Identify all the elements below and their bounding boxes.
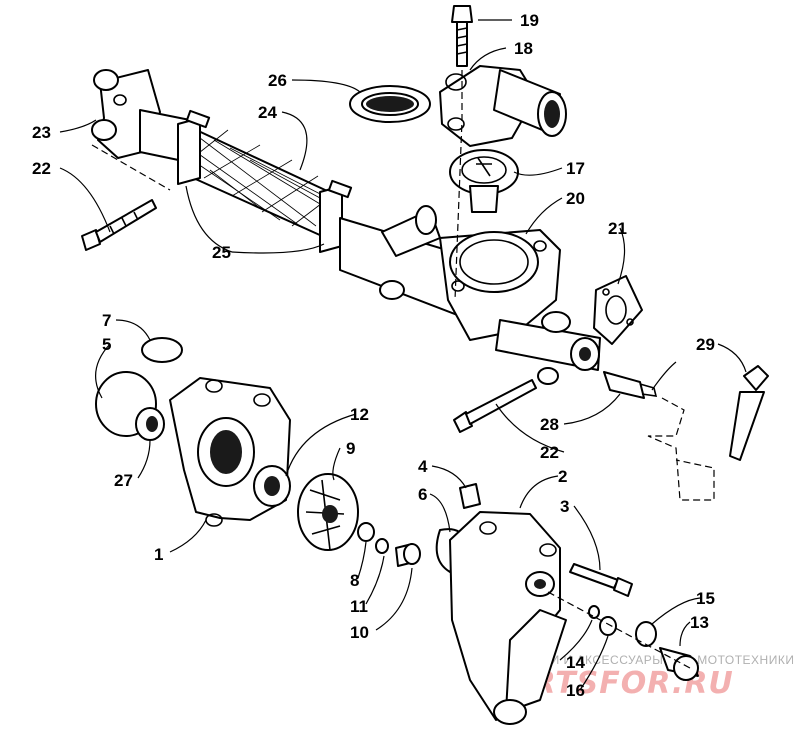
callout-14: 14	[566, 653, 585, 672]
part-22-bolt-lower	[453, 379, 537, 433]
callout-3: 3	[560, 497, 569, 516]
callout-21: 21	[608, 219, 627, 238]
part-4-dowel	[459, 483, 481, 509]
part-12-bushing	[253, 465, 291, 507]
callout-2: 2	[558, 467, 567, 486]
part-14-washer	[588, 605, 600, 619]
part-20-housing	[339, 205, 601, 385]
part-17-thermostat	[449, 149, 519, 213]
part-23-left-elbow	[91, 69, 191, 163]
callout-10: 10	[350, 623, 369, 642]
callout-5: 5	[102, 335, 111, 354]
callout-23: 23	[32, 123, 51, 142]
callout-17: 17	[566, 159, 585, 178]
callout-13: 13	[690, 613, 709, 632]
callout-4: 4	[418, 457, 428, 476]
part-26-seal	[349, 85, 431, 123]
callout-15: 15	[696, 589, 715, 608]
callout-20: 20	[566, 189, 585, 208]
callout-8: 8	[350, 571, 359, 590]
callout-27: 27	[114, 471, 133, 490]
callout-7: 7	[102, 311, 111, 330]
callout-22-lower: 22	[540, 443, 559, 462]
leader-dash-13	[547, 591, 691, 669]
callout-16: 16	[566, 681, 585, 700]
part-27-seal	[135, 407, 165, 441]
part-11-washer	[375, 538, 389, 554]
callout-19: 19	[520, 11, 539, 30]
callout-6: 6	[418, 485, 427, 504]
part-8-washer	[357, 522, 375, 542]
part-25-hose-clamps	[177, 109, 353, 253]
callout-18: 18	[514, 39, 533, 58]
part-24-hose	[179, 127, 339, 237]
part-3-bolt	[569, 563, 633, 597]
callout-24: 24	[258, 103, 277, 122]
part-22-bolt-upper	[81, 199, 157, 251]
part-10-screw	[395, 543, 421, 567]
watermark-caption: ЗАПЧАСТИ И АКСЕССУАРЫ ДЛЯ МОТОТЕХНИКИ	[492, 653, 794, 667]
part-21-gasket	[593, 275, 643, 345]
leader-dash-28	[647, 397, 715, 501]
callout-25: 25	[212, 243, 231, 262]
part-29-cable-tie	[729, 365, 769, 461]
callout-9: 9	[346, 439, 355, 458]
callout-28: 28	[540, 415, 559, 434]
part-9-impeller	[297, 473, 359, 551]
callout-1: 1	[154, 545, 163, 564]
leader-dash-22-upper	[91, 144, 171, 191]
part-18-cover	[439, 65, 567, 147]
part-7-oring	[141, 337, 183, 363]
part-2-pump-cover	[449, 511, 567, 725]
leader-dash-19	[454, 70, 463, 301]
callout-29: 29	[696, 335, 715, 354]
callout-labels: 19 18 26 24 17 20 21 23 22 25 29 28 22 7…	[32, 11, 715, 700]
callout-12: 12	[350, 405, 369, 424]
part-15-washer	[635, 621, 657, 647]
callout-11: 11	[350, 597, 368, 616]
part-16-washer	[599, 616, 617, 636]
part-19-bolt	[451, 5, 473, 67]
part-28-sensor	[603, 371, 658, 399]
callout-22-upper: 22	[32, 159, 51, 178]
leader-lines	[59, 19, 747, 691]
callout-26: 26	[268, 71, 287, 90]
